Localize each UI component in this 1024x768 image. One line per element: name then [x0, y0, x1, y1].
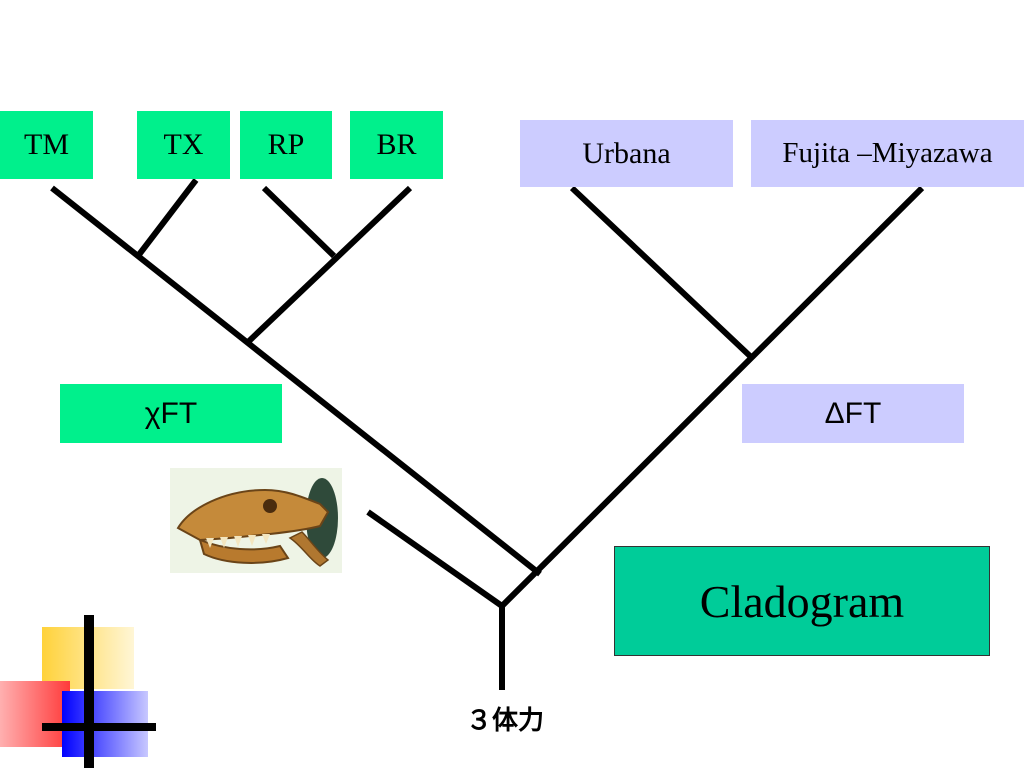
taxon-urbana: Urbana: [520, 120, 733, 187]
root-label: ３体力: [465, 706, 544, 736]
taxon-fujita-miyazawa-label: Fujita –Miyazawa: [782, 137, 993, 169]
cladogram-title: Cladogram: [699, 575, 905, 627]
taxon-urbana-label: Urbana: [582, 136, 671, 170]
branch-tx: [135, 178, 199, 258]
taxon-tm: TM: [0, 111, 93, 179]
taxon-br: BR: [350, 111, 443, 179]
branch-br: [245, 185, 413, 345]
taxon-tm-label: TM: [24, 128, 69, 161]
taxon-tx: TX: [137, 111, 230, 179]
branch-fm: [499, 185, 925, 609]
taxon-tx-label: TX: [163, 128, 204, 161]
branch-outgroup: [366, 509, 504, 609]
t-rex-skull-icon: [170, 468, 342, 573]
taxon-rp: RP: [240, 111, 332, 179]
branch-tm: [50, 185, 542, 577]
taxon-fujita-miyazawa: Fujita –Miyazawa: [751, 120, 1024, 187]
clade-chi-ft-label: χFT: [144, 396, 198, 430]
clade-delta-ft-label: ΔFT: [824, 396, 882, 430]
taxon-rp-label: RP: [267, 128, 305, 161]
slide-corner-decoration: [0, 615, 156, 768]
clade-delta-ft: ΔFT: [742, 384, 964, 443]
branch-rp: [261, 185, 337, 259]
branch-urbana: [569, 185, 753, 359]
clade-chi-ft: χFT: [60, 384, 282, 443]
taxon-br-label: BR: [376, 128, 417, 161]
cladogram-title-box: Cladogram: [614, 546, 990, 656]
